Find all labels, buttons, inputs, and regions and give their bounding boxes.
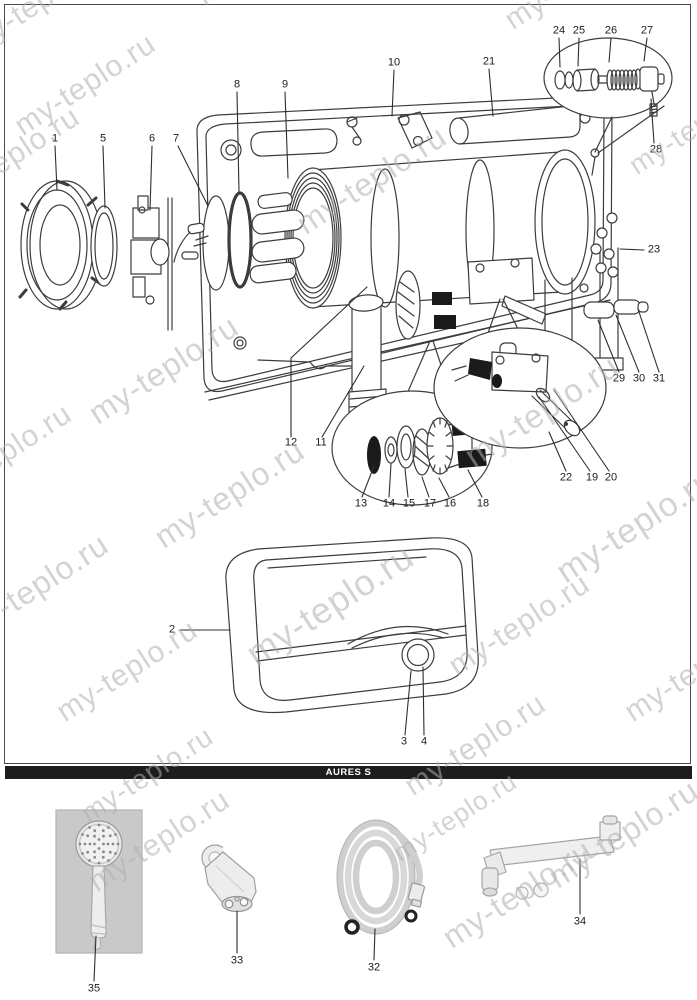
- part-label-9: 9: [281, 78, 289, 91]
- valve-callout-drawing: [433, 298, 607, 449]
- part-label-24: 24: [552, 24, 566, 37]
- model-banner: AURES S: [5, 766, 692, 779]
- leader-lines: [54, 37, 660, 982]
- spring-callout-drawing: [543, 37, 673, 154]
- part-label-23: 23: [647, 243, 661, 256]
- hose-photo: [336, 819, 425, 935]
- part-label-25: 25: [572, 24, 586, 37]
- part-label-14: 14: [382, 497, 396, 510]
- part-label-28: 28: [649, 143, 663, 156]
- part-label-22: 22: [559, 471, 573, 484]
- part-label-18: 18: [476, 497, 490, 510]
- shower-head-photo: [55, 809, 143, 954]
- part-label-30: 30: [632, 372, 646, 385]
- part-label-20: 20: [604, 471, 618, 484]
- part-label-35: 35: [87, 982, 101, 995]
- part-label-15: 15: [402, 497, 416, 510]
- part-label-17: 17: [423, 497, 437, 510]
- part-label-29: 29: [612, 372, 626, 385]
- part-label-33: 33: [230, 954, 244, 967]
- part-label-26: 26: [604, 24, 618, 37]
- part-label-21: 21: [482, 55, 496, 68]
- part-label-8: 8: [233, 78, 241, 91]
- flange-parts-drawing: [18, 179, 253, 311]
- part-label-34: 34: [573, 915, 587, 928]
- part-label-16: 16: [443, 497, 457, 510]
- part-label-3: 3: [400, 735, 408, 748]
- part-label-13: 13: [354, 497, 368, 510]
- faucet-photo: [201, 840, 257, 913]
- part-label-7: 7: [172, 132, 180, 145]
- part-label-2: 2: [168, 623, 176, 636]
- spout-photo: [481, 815, 621, 900]
- diagram-frame: [4, 4, 691, 764]
- part-label-11: 11: [315, 436, 327, 449]
- part-label-19: 19: [585, 471, 599, 484]
- part-label-5: 5: [99, 132, 107, 145]
- part-label-31: 31: [652, 372, 666, 385]
- part-label-1: 1: [51, 132, 59, 145]
- part-label-10: 10: [387, 56, 401, 69]
- part-label-4: 4: [420, 735, 428, 748]
- tank-drawing: [249, 148, 600, 309]
- part-label-32: 32: [367, 961, 381, 974]
- part-label-6: 6: [148, 132, 156, 145]
- casing-drawing: [225, 537, 479, 714]
- part-label-27: 27: [640, 24, 654, 37]
- model-banner-label: AURES S: [325, 767, 372, 778]
- part-label-12: 12: [284, 436, 298, 449]
